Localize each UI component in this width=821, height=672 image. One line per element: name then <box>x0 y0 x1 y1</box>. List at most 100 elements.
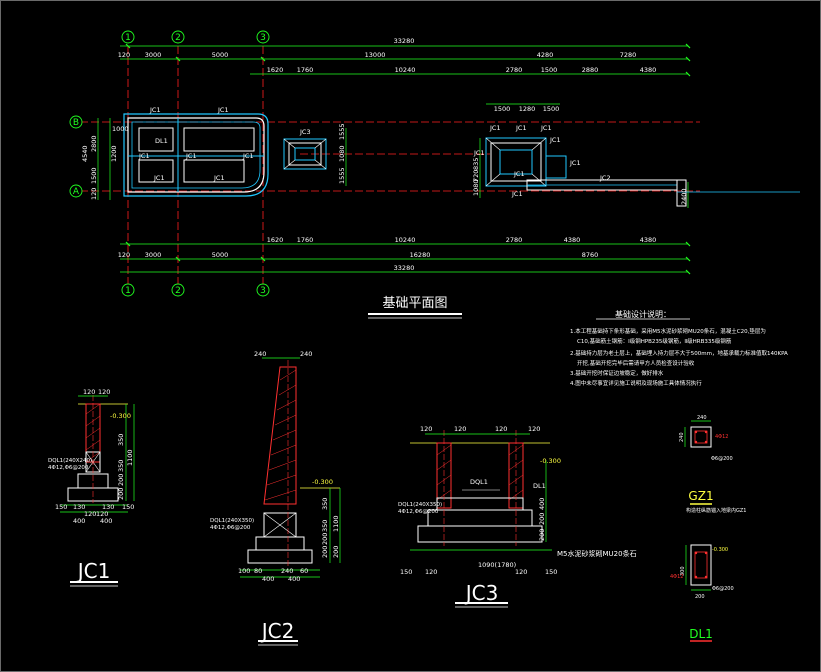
jc1-title: JC1 <box>76 559 111 583</box>
foundation-left <box>123 113 269 197</box>
design-notes: 基础设计说明： 1.本工程基础持下条形基础，采用M5水泥砂浆砌MU20条石，混凝… <box>570 309 788 387</box>
dim-total-top: 33280 <box>394 37 415 45</box>
dim-left-4: 1500 <box>90 167 98 184</box>
jc3-dim-1: 120 <box>420 425 432 433</box>
dl1-detail <box>685 544 712 642</box>
dim-mid-2: 1080 <box>338 145 346 162</box>
dim-top2-1: 1620 <box>267 66 284 74</box>
dim-right-v-3: 1080 <box>472 179 480 196</box>
jc3-dim-9: 150 <box>400 568 412 576</box>
gz1-detail <box>684 420 712 505</box>
dim-left-2: 2800 <box>90 135 98 152</box>
label-jc1-h: JC1 <box>489 124 501 132</box>
dim-top2-3: 10240 <box>395 66 416 74</box>
jc1-dql-rebar: 4Φ12,Φ6@200 <box>48 465 89 471</box>
label-jc1-n: JC1 <box>513 170 525 178</box>
dim-bot2-4: 16280 <box>410 251 431 259</box>
plan-title-underline <box>368 313 462 319</box>
foundation-right <box>485 137 800 207</box>
dim-top-5: 4280 <box>537 51 554 59</box>
jc2-dql-rebar: 4Φ12,Φ6@200 <box>210 525 251 531</box>
jc3-dql: DQL1(240X350) <box>398 502 442 508</box>
gz1-dim-1: 240 <box>697 415 707 421</box>
label-jc1-k: JC1 <box>473 149 485 157</box>
dim-bot-5: 4380 <box>564 236 581 244</box>
label-jc1-l: JC1 <box>549 136 561 144</box>
jc2-dim-8: 200 <box>321 546 329 558</box>
jc1-dim-1: 120 <box>83 388 95 396</box>
jc3-dim-13: 150 <box>545 568 557 576</box>
dl1-text: -0.300 300 200 4Φ12 Φ6@200 <box>670 547 734 600</box>
axis-label-1-bottom: 1 <box>125 286 131 296</box>
jc1-dim-2: 120 <box>98 388 110 396</box>
dl1-stirrup: Φ6@200 <box>712 586 734 592</box>
dim-bot-6: 4380 <box>640 236 657 244</box>
gz1-stirrup: Φ6@200 <box>711 456 733 462</box>
dim-top2-6: 2880 <box>582 66 599 74</box>
axis-bubbles <box>69 30 270 297</box>
jc3-dim-2: 120 <box>454 425 466 433</box>
jc3-dim-11: 1090(1780) <box>478 561 516 569</box>
axis-label-a: A <box>73 187 80 197</box>
note-6: 4.图中未尽事宜详见施工说明及现场施工具体情况执行 <box>570 379 702 387</box>
jc3-dql-rebar: 4Φ12,Φ6@200 <box>398 509 439 515</box>
jc2-dim-7: 200 <box>321 533 329 545</box>
dim-top2-2: 1760 <box>297 66 314 74</box>
jc2-dim-6: 1100 <box>332 515 340 532</box>
jc2-dim-12: 240 <box>281 567 293 575</box>
dim-top-6: 7280 <box>620 51 637 59</box>
gz1-rebar: 4Φ12 <box>715 434 728 440</box>
jc1-dim-14: 120 <box>96 510 108 518</box>
jc3-dim-12: 120 <box>515 568 527 576</box>
dim-mid-3: 1555 <box>338 167 346 184</box>
jc3-dim-8: 200 <box>538 529 546 541</box>
jc1-dim-11: 130 <box>102 503 114 511</box>
vertical-dimensions: 1000 2800 4540 1500 1200 120 1555 1080 1… <box>81 123 688 205</box>
jc2-dim-13: 60 <box>300 567 308 575</box>
dim-left-5: 1200 <box>110 145 118 162</box>
jc3-dl-label: DL1 <box>533 482 546 490</box>
jc3-section <box>410 430 552 608</box>
dim-mid-1: 1555 <box>338 123 346 140</box>
dim-bot2-2: 3000 <box>145 251 162 259</box>
axis-label-3-bottom: 3 <box>260 286 266 296</box>
jc2-dim-4: 350 <box>321 520 329 532</box>
gz1-text: 240 240 4Φ12 Φ6@200 构造柱纵筋锚入地梁内GZ1 <box>679 415 746 514</box>
gz1-title: GZ1 <box>688 489 713 503</box>
jc3-dim-10: 120 <box>425 568 437 576</box>
dl1-title: DL1 <box>689 627 713 641</box>
dim-right-3: 1500 <box>543 105 560 113</box>
dim-bot2-3: 5000 <box>212 251 229 259</box>
dim-bot-4: 2780 <box>506 236 523 244</box>
dim-end: 2400 <box>680 188 688 205</box>
jc1-section <box>60 395 135 587</box>
label-jc2: JC2 <box>599 174 611 182</box>
label-dl1: DL1 <box>155 137 168 145</box>
label-jc1-c: JC1 <box>138 152 150 160</box>
jc2-section <box>240 357 341 646</box>
jc3-dql-label: DQL1 <box>470 478 488 486</box>
note-2: C10,基础筋土钢筋：I级钢HPB235级钢筋，Ⅱ级HRB335级钢筋 <box>577 337 732 345</box>
dim-right-1: 1500 <box>494 105 511 113</box>
note-3: 2.基础持力层为老土层上，基础埋入持力层不大于500mm，地基承载力标准值取14… <box>570 349 788 357</box>
dim-top-1: 120 <box>118 51 130 59</box>
dim-left-3: 4540 <box>81 145 89 162</box>
jc1-text: 120 120 -0.300 350 350 1100 200 200 150 … <box>48 388 134 525</box>
dim-right-2: 1280 <box>519 105 536 113</box>
dim-bot-1: 1620 <box>267 236 284 244</box>
jc3-dim-6: 400 <box>538 498 546 510</box>
label-jc1-g: JC1 <box>213 174 225 182</box>
label-jc1-d: JC1 <box>185 152 197 160</box>
jc1-dim-13: 120 <box>84 510 96 518</box>
jc1-dim-6: 1100 <box>126 449 134 466</box>
dl1-dim-1: -0.300 <box>712 547 728 553</box>
axis-label-3-top: 3 <box>260 33 266 43</box>
jc1-dim-12: 150 <box>122 503 134 511</box>
dim-bot-2: 1760 <box>297 236 314 244</box>
dim-right-v-2: 720 <box>472 170 480 182</box>
jc3-dim-3: 120 <box>495 425 507 433</box>
jc1-dim-10: 130 <box>73 503 85 511</box>
notes-title: 基础设计说明： <box>615 309 671 319</box>
dl1-dim-2: 300 <box>680 566 686 576</box>
jc2-dim-1: 240 <box>254 350 266 358</box>
